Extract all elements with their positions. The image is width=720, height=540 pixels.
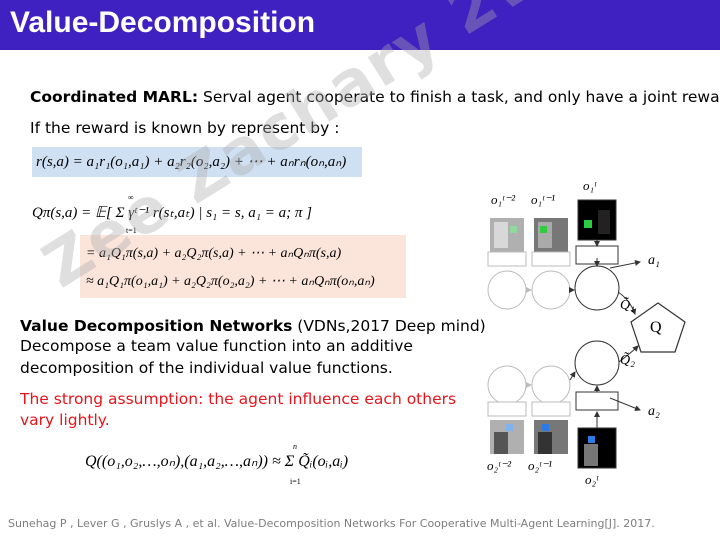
agent1-tm2-linear xyxy=(487,251,527,267)
agent2-t-lstm xyxy=(574,340,620,386)
agent2-observations xyxy=(490,420,617,469)
approx-decomposition: ≈ a₁Q₁π(o₁,a₁) + a₂Q₂π(o₂,a₂) + ⋯ + aₙQₙ… xyxy=(86,274,375,289)
agent1-network xyxy=(487,240,641,311)
obs2-tm2-agent xyxy=(506,424,513,431)
sum2-upper-bound: n xyxy=(293,442,297,451)
reward-equation: r(s,a) = a₁r₁(o₁,a₁) + a₂r₂(o₂,a₂) + ⋯ +… xyxy=(36,154,347,170)
vdn-equation: Q((o₁,o₂,…,oₙ),(a₁,a₂,…,aₙ)) ≈ Σ Q̃ᵢ(oᵢ,… xyxy=(85,453,349,470)
label-o1-tm1: o₁ᵗ⁻¹ xyxy=(531,192,555,207)
coordinated-marl-text: Serval agent cooperate to finish a task,… xyxy=(198,88,720,106)
coordinated-marl-label: Coordinated MARL: xyxy=(30,88,199,106)
label-o2-tm1: o₂ᵗ⁻¹ xyxy=(528,458,552,473)
vdn-line: Value Decomposition Networks (VDNs,2017 … xyxy=(20,317,486,335)
obs1-t-agent xyxy=(584,220,592,228)
agent1-observations xyxy=(490,199,617,252)
label-o2-t: o₂ᵗ xyxy=(585,472,599,487)
sum-lower-bound: t=1 xyxy=(126,226,137,235)
q-definition: Qπ(s,a) = 𝔼[ Σ γᵗ⁻¹ r(sₜ,aₜ) | s₁ = s, a… xyxy=(32,205,312,221)
obs2-t-agent xyxy=(588,436,595,443)
reward-equation-box xyxy=(32,147,362,177)
obs1-t-detail xyxy=(598,210,610,234)
agent2-tm2-lstm xyxy=(487,365,527,405)
agent2-network xyxy=(487,340,641,428)
sum2-lower-bound: i=1 xyxy=(290,477,301,486)
vdn-label: Value Decomposition Networks xyxy=(20,317,293,335)
sum-upper-bound: ∞ xyxy=(128,193,134,202)
decomposition-box xyxy=(80,235,406,298)
obs1-tm1-agent xyxy=(540,226,547,233)
obs1-t-image xyxy=(577,199,617,241)
vdn-desc-1: Decompose a team value function into an … xyxy=(20,337,413,355)
obs2-tm1-agent xyxy=(542,424,549,431)
exact-decomposition: = a₁Q₁π(s,a) + a₂Q₂π(s,a) + ⋯ + aₙQₙπ(s,… xyxy=(86,246,342,261)
label-o2-tm2: o₂ᵗ⁻² xyxy=(487,458,511,473)
label-o1-tm2: o₁ᵗ⁻² xyxy=(491,192,515,207)
obs2-tm2-detail xyxy=(494,432,508,454)
citation: Sunehag P , Lever G , Gruslys A , et al.… xyxy=(8,517,655,530)
label-a1: a₁ xyxy=(648,253,660,268)
agent2-t-linear xyxy=(575,391,619,411)
assumption-2: vary lightly. xyxy=(20,411,110,429)
mixer xyxy=(617,291,686,363)
title-bar: Value-Decomposition xyxy=(0,0,720,50)
vdn-desc-2: decomposition of the individual value fu… xyxy=(20,359,393,377)
obs1-tm2-detail xyxy=(494,222,508,248)
agent1-t-lstm xyxy=(574,265,620,311)
coordinated-marl-line: Coordinated MARL: Serval agent cooperate… xyxy=(30,88,720,106)
agent2-tm1-lstm xyxy=(531,365,571,405)
label-q2: Q̃₂ xyxy=(620,353,635,368)
obs2-tm1-detail xyxy=(538,432,552,454)
label-q: Q xyxy=(650,319,662,336)
agent1-tm1-lstm xyxy=(531,270,571,310)
label-o1-t: o₁ᵗ xyxy=(583,178,597,193)
obs1-tm2-agent xyxy=(510,226,517,233)
agent1-tm2-lstm xyxy=(487,270,527,310)
obs1-tm1-detail xyxy=(538,222,552,248)
label-q1: Q̃₁ xyxy=(620,298,635,313)
page-title: Value-Decomposition xyxy=(10,6,316,39)
assumption-1: The strong assumption: the agent influen… xyxy=(20,390,457,408)
obs2-t-detail xyxy=(584,444,598,466)
reward-intro: If the reward is known by represent by : xyxy=(30,119,340,137)
q-pentagon xyxy=(630,302,686,353)
vdn-tail: (VDNs,2017 Deep mind) xyxy=(292,317,486,335)
agent2-tm2-linear xyxy=(487,401,527,417)
label-a2: a₂ xyxy=(648,404,660,419)
agent1-tm1-linear xyxy=(531,251,571,267)
agent2-tm1-linear xyxy=(531,401,571,417)
